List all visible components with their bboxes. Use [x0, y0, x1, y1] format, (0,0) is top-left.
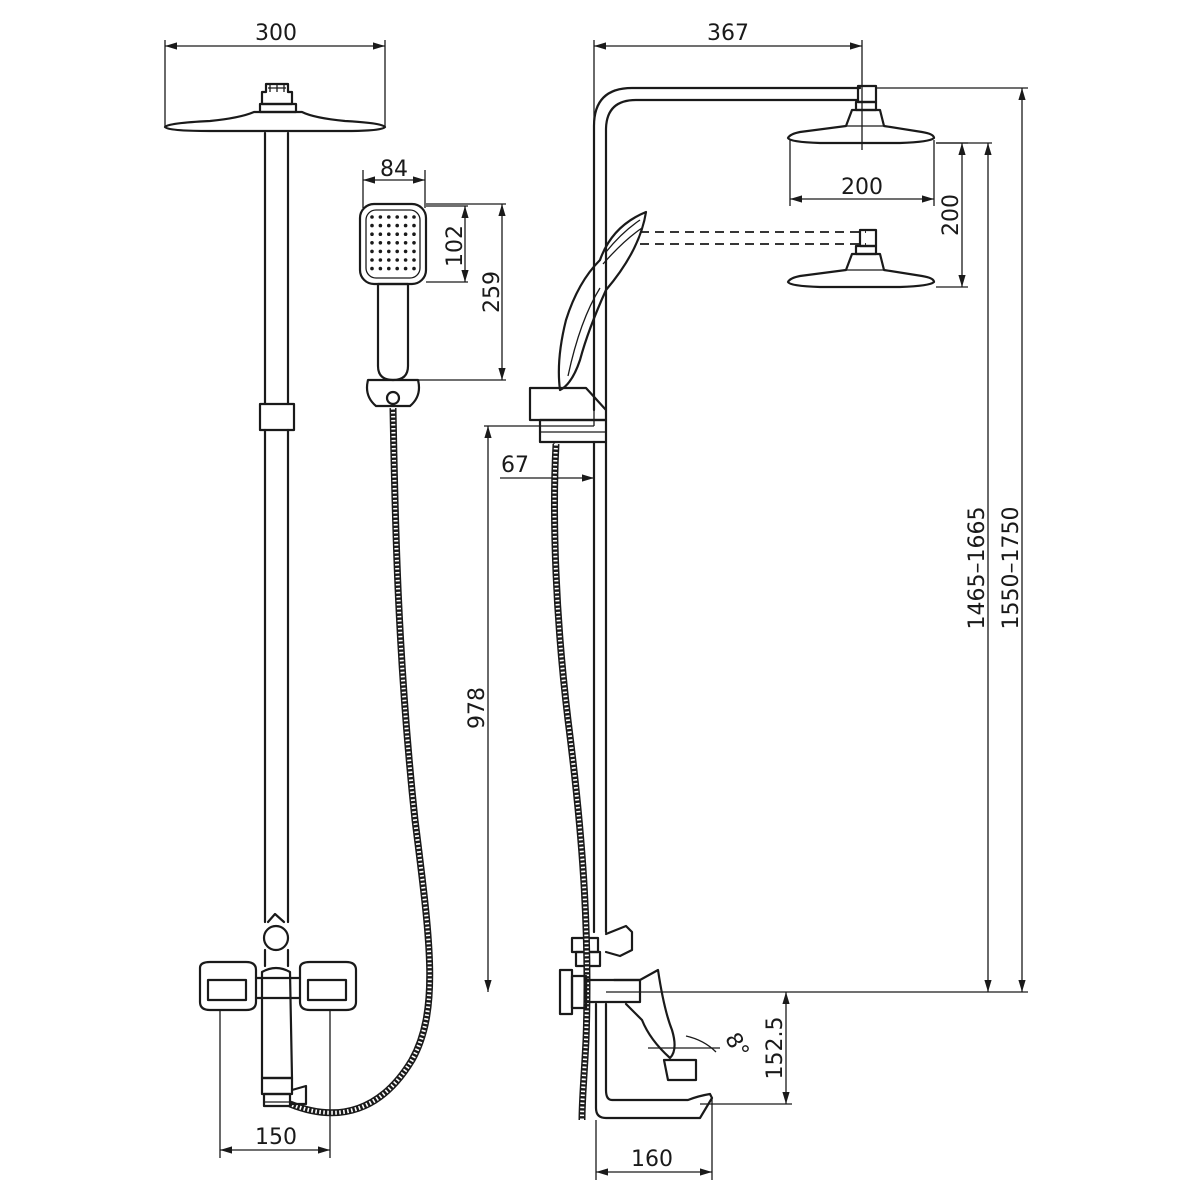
dim-label-367: 367 [707, 21, 749, 46]
dim-mixer-to-holder: 978 [465, 425, 594, 992]
nozzle-dot [412, 232, 416, 236]
dim-hand-head-height: 102 [426, 205, 469, 283]
mixer-front [198, 960, 358, 1108]
dim-label-1550-1750: 1550–1750 [999, 507, 1024, 630]
dim-hand-total-length: 259 [418, 203, 506, 381]
nozzle-dot [395, 249, 400, 254]
nozzle-dot [378, 249, 383, 254]
hose-side [551, 443, 591, 1121]
nozzle-dot [370, 215, 374, 219]
nozzle-dot [378, 241, 383, 245]
dim-head-height-adjust: 200 [936, 142, 968, 288]
nozzle-dot [395, 266, 400, 271]
dim-label-300: 300 [255, 21, 297, 46]
nozzle-dot [403, 232, 408, 236]
nozzle-dot [370, 249, 374, 254]
dim-label-160: 160 [631, 1147, 673, 1172]
nozzle-dot [387, 266, 391, 271]
dim-head-diameter-side: 200 [789, 140, 935, 206]
nozzle-dot [412, 223, 416, 228]
dim-rail-adjust-range: 1465–1665 [936, 142, 992, 992]
hand-shower-front: 84 102 259 [358, 157, 506, 408]
nozzle-dot [395, 223, 400, 228]
nozzle-dot [378, 215, 383, 219]
nozzle-dot [370, 258, 374, 262]
dim-total-height-range: 1550–1750 [876, 87, 1028, 992]
nozzle-dot [412, 215, 416, 219]
nozzle-dot [378, 266, 383, 271]
nozzle-dot [412, 249, 416, 254]
dim-spout-height: 152.5 [606, 991, 1028, 1105]
shower-column-side [592, 84, 936, 412]
nozzle-dot [370, 223, 374, 228]
nozzle-dot [378, 258, 383, 262]
dim-mixer-width: 150 [219, 1010, 331, 1158]
front-view: 300 [163, 21, 506, 1158]
dim-label-978: 978 [465, 687, 490, 729]
nozzle-dot [403, 241, 408, 245]
dim-label-200-horizontal: 200 [841, 175, 883, 200]
nozzle-dot [370, 241, 374, 245]
nozzle-dot [403, 258, 408, 262]
dim-holder-offset: 67 [500, 442, 594, 484]
dim-label-259: 259 [480, 271, 505, 313]
side-view: 367 200 [465, 21, 1028, 1180]
nozzle-dot [412, 266, 416, 271]
nozzle-dot [412, 258, 416, 262]
nozzle-dot [395, 258, 400, 262]
nozzle-dot [395, 215, 400, 219]
dim-spout-reach: 160 [595, 1098, 713, 1180]
nozzle-dot [387, 223, 391, 228]
nozzle-dot [370, 232, 374, 236]
nozzle-dot [378, 232, 383, 236]
dim-head-width-front: 300 [164, 21, 386, 128]
nozzle-dot [403, 266, 408, 271]
dim-label-angle: 8° [719, 1029, 753, 1063]
dim-hand-width: 84 [362, 157, 426, 208]
overhead-shower-head-front [163, 82, 387, 133]
shower-column-front [258, 131, 296, 968]
dim-label-150: 150 [255, 1125, 297, 1150]
nozzle-dot [387, 258, 391, 262]
lower-head-position [640, 228, 936, 289]
nozzle-dot [403, 215, 408, 219]
nozzle-dot [403, 249, 408, 254]
nozzle-dot [395, 241, 400, 245]
nozzle-dot [387, 232, 391, 236]
dim-label-84: 84 [380, 157, 408, 182]
nozzle-dot [387, 249, 391, 254]
nozzle-dot [387, 241, 391, 245]
hand-shower-side [528, 210, 648, 444]
nozzle-dot [370, 266, 374, 271]
dim-label-152-5: 152.5 [763, 1017, 788, 1080]
dim-label-1465-1665: 1465–1665 [965, 507, 990, 630]
nozzle-dot [387, 215, 391, 219]
dim-label-67: 67 [501, 453, 529, 478]
nozzle-dot [403, 223, 408, 228]
hose-front [288, 407, 434, 1117]
nozzle-dot [412, 241, 416, 245]
nozzle-dot [378, 223, 383, 228]
dim-label-200-vertical: 200 [939, 194, 964, 236]
dim-label-102: 102 [443, 225, 468, 267]
nozzle-dot [395, 232, 400, 236]
